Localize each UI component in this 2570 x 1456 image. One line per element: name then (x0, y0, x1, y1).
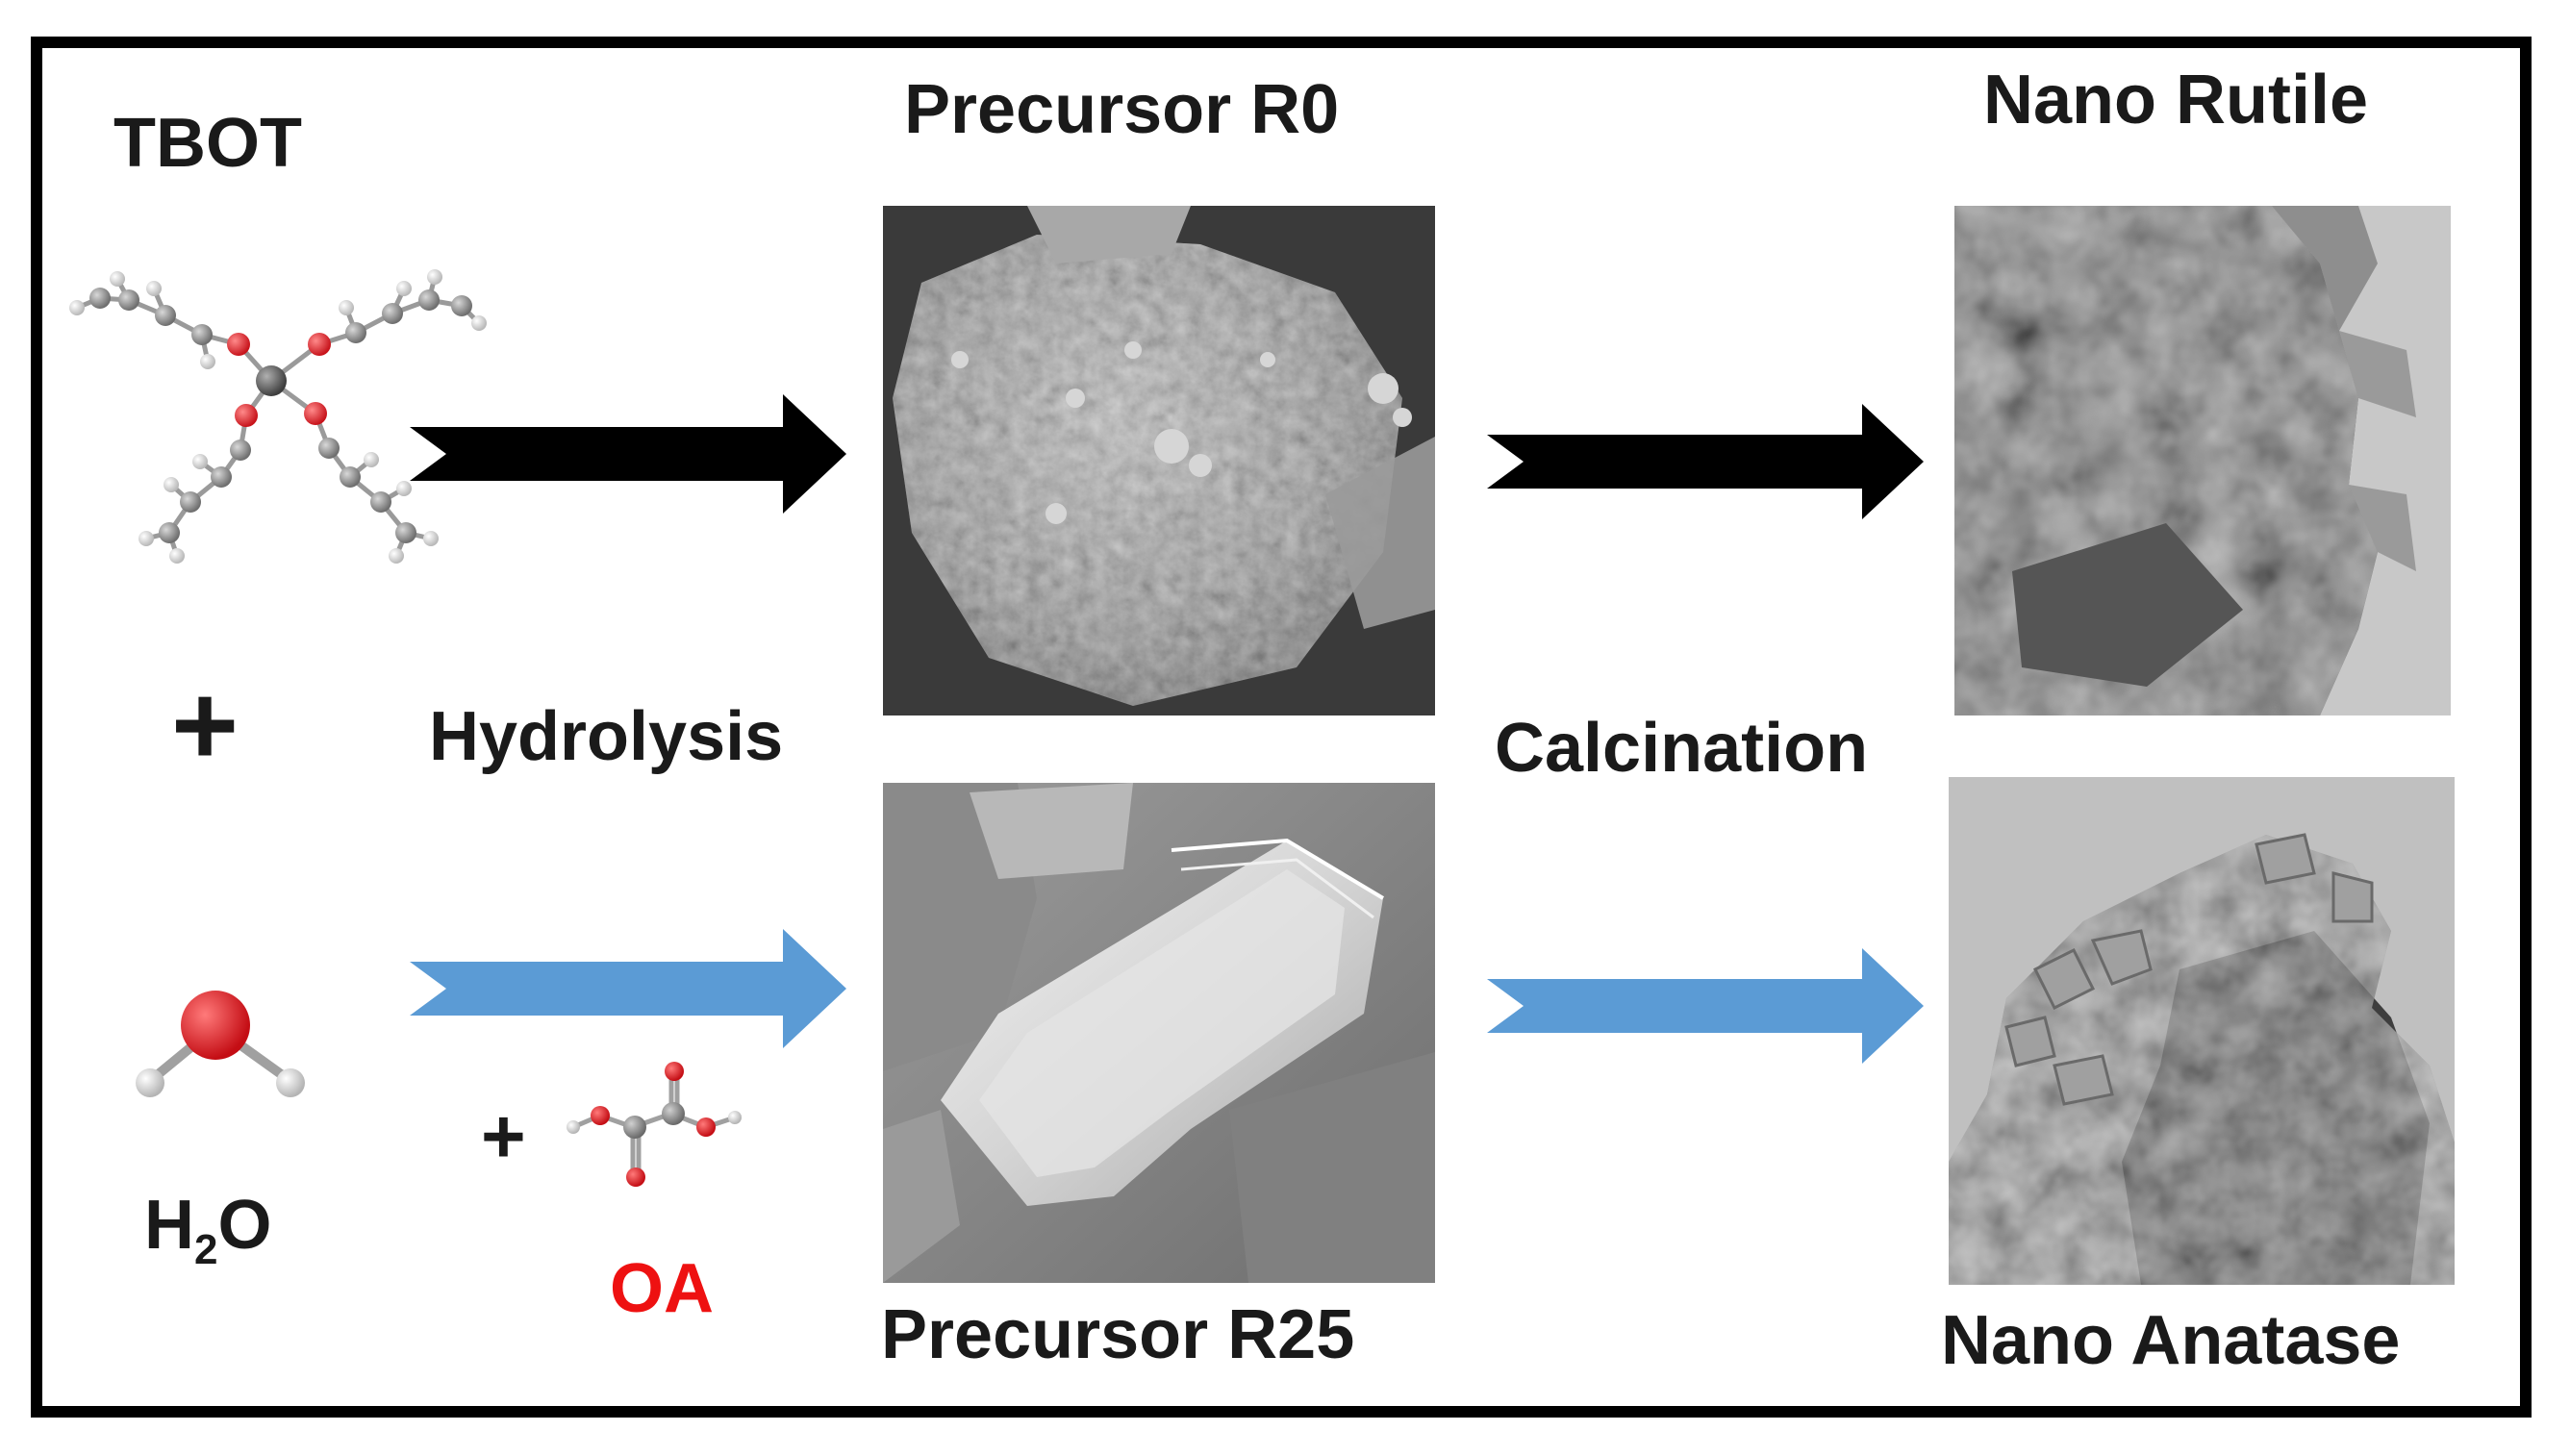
label-tbot: TBOT (113, 105, 302, 182)
h2o-subscript: 2 (194, 1226, 218, 1273)
label-nano-rutile: Nano Rutile (1983, 62, 2369, 138)
oxalic-acid-molecule-icon (567, 1062, 742, 1187)
tem-image-nano-rutile (1954, 206, 2451, 715)
h2o-o: O (217, 1187, 272, 1264)
plus-sign-small: + (481, 1093, 526, 1179)
tbot-molecule-icon (69, 269, 487, 564)
sem-image-precursor-r25 (883, 783, 1435, 1283)
water-molecule-icon (136, 991, 305, 1097)
sem-image-precursor-r0 (883, 206, 1435, 715)
label-precursor-r25: Precursor R25 (881, 1296, 1355, 1373)
hydrolysis-arrow-black (410, 394, 846, 514)
calcination-arrow-blue (1487, 948, 1924, 1064)
label-precursor-r0: Precursor R0 (904, 71, 1340, 148)
hydrolysis-arrow-blue (410, 929, 846, 1048)
label-h2o: H2O (144, 1191, 272, 1271)
calcination-arrow-black (1487, 404, 1924, 519)
label-hydrolysis: Hydrolysis (429, 698, 784, 775)
h2o-h: H (144, 1187, 194, 1264)
label-nano-anatase: Nano Anatase (1941, 1302, 2401, 1379)
plus-sign-large: + (171, 661, 239, 790)
tem-image-nano-anatase (1949, 777, 2455, 1285)
label-calcination: Calcination (1495, 710, 1869, 787)
label-oa: OA (610, 1250, 714, 1327)
